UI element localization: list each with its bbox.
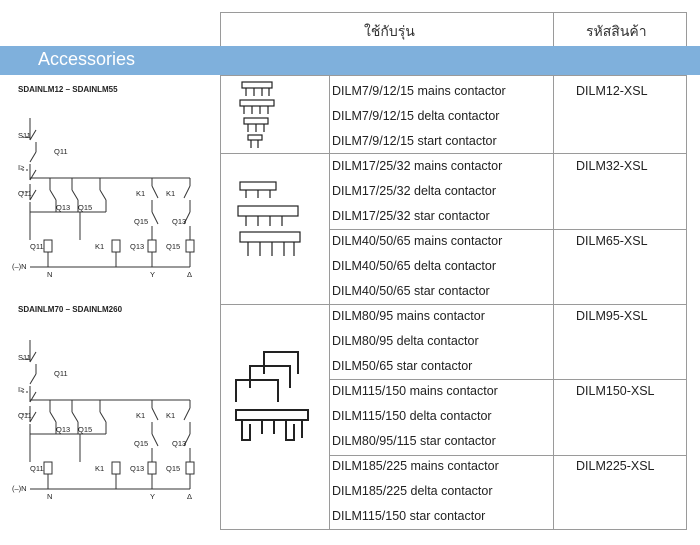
label-n: N: [47, 270, 52, 279]
label-ie: I≥: [18, 385, 24, 394]
label-delta: Δ: [187, 270, 192, 279]
table-row: DILM40/50/65 delta contactor: [332, 259, 496, 273]
label-q11c: Q11: [30, 242, 44, 251]
table-row: DILM80/95 mains contactor: [332, 309, 485, 323]
label-n: N: [47, 492, 52, 501]
label-y: Y: [150, 492, 155, 501]
product-code: DILM12-XSL: [576, 84, 648, 98]
circuit-title-2: SDAINLM70 – SDAINLM260: [18, 305, 123, 314]
label-k1a: K1: [136, 411, 145, 420]
table-row: DILM17/25/32 star contactor: [332, 209, 490, 223]
label-q13c: Q13: [130, 242, 144, 251]
table-row: DILM40/50/65 mains contactor: [332, 234, 503, 248]
label-neutral: (–)N: [12, 262, 27, 271]
label-s11: S11: [18, 353, 31, 362]
product-code: DILM65-XSL: [576, 234, 648, 248]
label-q11a: Q11: [54, 147, 68, 156]
table-row: DILM7/9/12/15 start contactor: [332, 134, 497, 148]
link-bar-medium-image: [237, 181, 301, 256]
label-k1b: K1: [166, 411, 175, 420]
row-divider: [329, 379, 687, 380]
label-k1a: K1: [136, 189, 145, 198]
label-q15c: Q15: [166, 242, 180, 251]
label-ie: I≥: [18, 163, 24, 172]
product-code: DILM225-XSL: [576, 459, 655, 473]
label-y: Y: [150, 270, 155, 279]
table-row: DILM17/25/32 delta contactor: [332, 184, 496, 198]
label-delta: Δ: [187, 492, 192, 501]
row-divider: [329, 229, 687, 230]
table-row: DILM185/225 delta contactor: [332, 484, 493, 498]
product-code: DILM95-XSL: [576, 309, 648, 323]
table-row: DILM185/225 mains contactor: [332, 459, 499, 473]
table-row: DILM50/65 star contactor: [332, 359, 473, 373]
header-divider: [553, 12, 554, 46]
table-row: DILM115/150 delta contactor: [332, 409, 492, 423]
label-q15b: Q15: [134, 217, 148, 226]
group-divider: [220, 153, 687, 154]
label-q13b: Q13: [172, 439, 186, 448]
label-q13b: Q13: [172, 217, 186, 226]
circuit-title: SDAINLM12 – SDAINLM55: [18, 85, 118, 94]
link-bar-large-image: [235, 351, 309, 441]
label-q13a: Q13: [56, 203, 70, 212]
header-models: ใช้กับรุ่น: [364, 23, 415, 39]
label-q11b: Q11: [18, 189, 32, 198]
table-row: DILM17/25/32 mains contactor: [332, 159, 503, 173]
label-k1c: K1: [95, 464, 104, 473]
label-q13a: Q13: [56, 425, 70, 434]
link-bar-small-image: [239, 81, 275, 148]
section-title: Accessories: [38, 49, 136, 69]
label-k1c: K1: [95, 242, 104, 251]
product-code: DILM150-XSL: [576, 384, 655, 398]
column-divider: [553, 75, 554, 530]
label-q15a: Q15: [78, 203, 92, 212]
table-row: DILM80/95 delta contactor: [332, 334, 479, 348]
table-header: [220, 12, 687, 46]
table-row: DILM115/150 star contactor: [332, 509, 486, 523]
column-divider: [329, 75, 330, 530]
label-k1b: K1: [166, 189, 175, 198]
label-q15c: Q15: [166, 464, 180, 473]
table-row: DILM80/95/115 star contactor: [332, 434, 496, 448]
label-q11c: Q11: [30, 464, 44, 473]
circuit-diagram-1: S11 Q11 I≥ Q11 Q13 Q15 K1 K1 Q15 Q13 Q11…: [12, 118, 195, 279]
label-s11: S11: [18, 131, 31, 140]
row-divider: [329, 455, 687, 456]
table-row: DILM7/9/12/15 delta contactor: [332, 109, 500, 123]
group-divider: [220, 304, 687, 305]
header-code: รหัสสินค้า: [586, 23, 647, 39]
label-q15b: Q15: [134, 439, 148, 448]
label-q11b: Q11: [18, 411, 32, 420]
table-row: DILM115/150 mains contactor: [332, 384, 498, 398]
product-code: DILM32-XSL: [576, 159, 648, 173]
circuit-diagram-2: S11 Q11 I≥ Q11 Q13 Q15 K1 K1 Q15 Q13 Q11…: [12, 340, 195, 501]
label-q13c: Q13: [130, 464, 144, 473]
label-q11a: Q11: [54, 369, 68, 378]
label-q15a: Q15: [78, 425, 92, 434]
accessories-table: [220, 75, 687, 530]
section-banner: Accessories: [0, 46, 700, 75]
table-row: DILM7/9/12/15 mains contactor: [332, 84, 506, 98]
table-row: DILM40/50/65 star contactor: [332, 284, 490, 298]
label-neutral: (–)N: [12, 484, 27, 493]
